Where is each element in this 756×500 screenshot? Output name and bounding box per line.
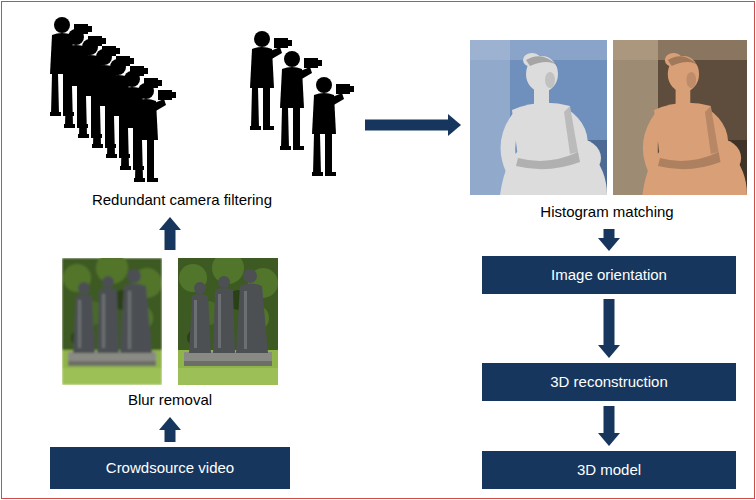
- camera-crowd: [50, 17, 354, 182]
- image-caption: Redundant camera filtering: [92, 191, 272, 209]
- box-label: 3D model: [577, 461, 641, 479]
- flow-arrow: [598, 299, 620, 358]
- statue-photo: [470, 40, 607, 195]
- arrow-shaft: [604, 299, 615, 346]
- image-panel: Blur removal: [55, 255, 285, 412]
- arrow-head: [159, 217, 181, 230]
- image-panel: Histogram matching: [466, 38, 748, 224]
- statue-photo: [613, 40, 747, 195]
- arrow-head: [598, 238, 620, 251]
- blurred-photo: [62, 252, 162, 385]
- box-label: 3D reconstruction: [550, 373, 668, 391]
- arrow-shaft: [165, 229, 176, 250]
- process-box: Crowdsource video: [50, 447, 290, 489]
- box-label: Image orientation: [551, 266, 667, 284]
- image-caption: Blur removal: [128, 391, 212, 409]
- image-caption: Histogram matching: [540, 203, 673, 221]
- arrow-head: [598, 345, 620, 358]
- sharp-photo: [178, 252, 278, 385]
- arrow-shaft: [604, 406, 615, 434]
- flow-arrow: [365, 114, 461, 136]
- flow-arrow: [598, 406, 620, 446]
- process-box: 3D reconstruction: [482, 363, 736, 401]
- arrow-shaft: [365, 120, 449, 131]
- flow-arrow: [159, 417, 181, 442]
- box-label: Crowdsource video: [106, 459, 234, 477]
- process-box: 3D model: [482, 451, 736, 489]
- arrow-shaft: [604, 229, 615, 239]
- flow-arrow: [159, 217, 181, 250]
- arrow-head: [598, 433, 620, 446]
- process-box: Image orientation: [482, 256, 736, 294]
- image-panel: Redundant camera filtering: [36, 18, 360, 212]
- arrow-head: [448, 114, 461, 136]
- arrow-shaft: [165, 429, 176, 442]
- flow-arrow: [598, 229, 620, 251]
- arrow-head: [159, 417, 181, 430]
